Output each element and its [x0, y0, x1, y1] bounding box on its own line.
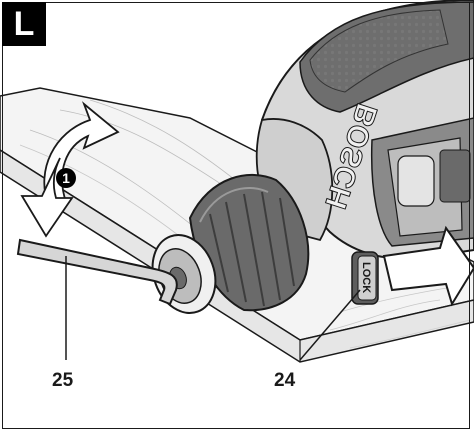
callout-lock-button: 24 — [274, 370, 296, 391]
hex-key — [16, 238, 178, 306]
panel-letter: L — [2, 2, 46, 46]
push-arrow-icon — [382, 225, 474, 307]
keyless-chuck — [151, 173, 310, 314]
callout-hex-key: 25 — [52, 370, 74, 391]
leader-line-24 — [299, 289, 361, 361]
step-number-badge: 1 — [56, 168, 76, 188]
figure-frame — [2, 2, 470, 429]
lock-button-label: LOCK — [360, 262, 372, 293]
